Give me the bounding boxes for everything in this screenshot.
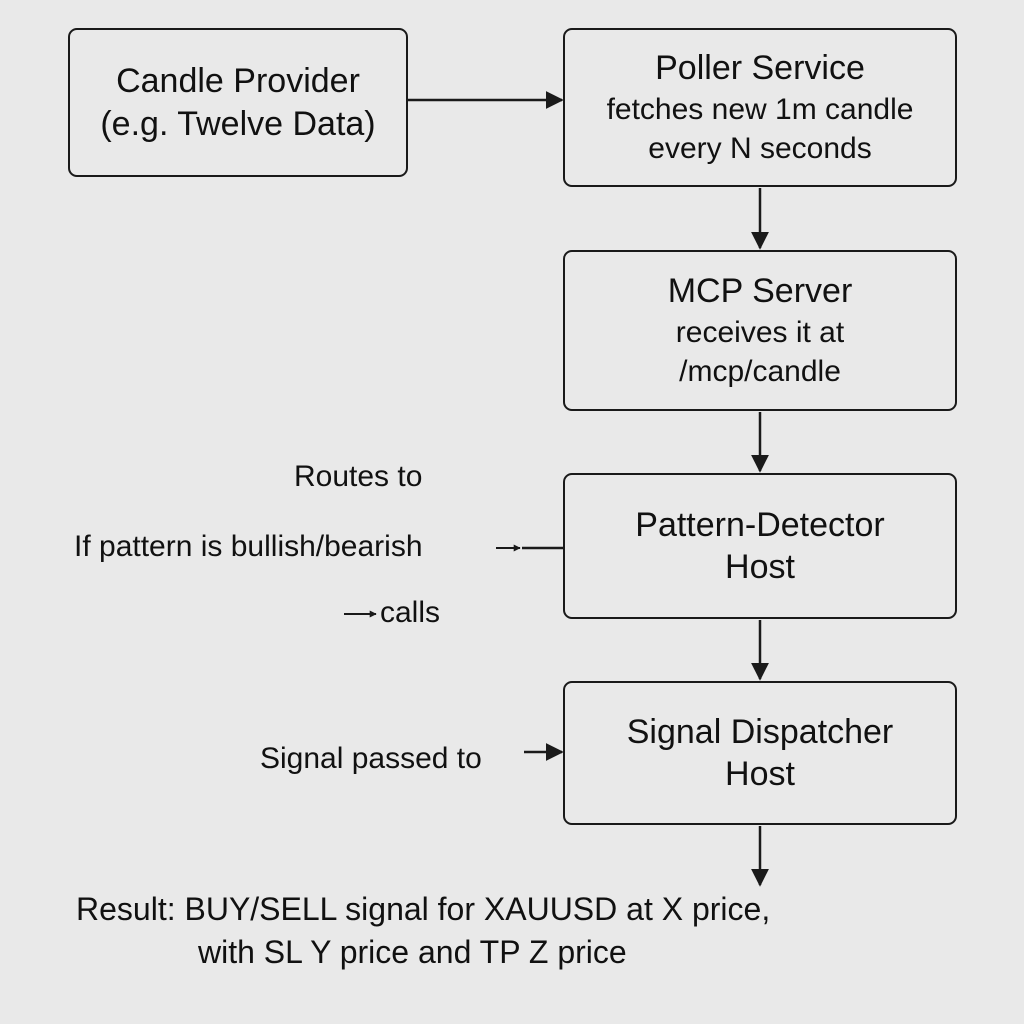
node-candle-provider: Candle Provider (e.g. Twelve Data) — [68, 28, 408, 177]
label-signal-passed-to: Signal passed to — [260, 742, 482, 775]
node-pattern-detector-line2: Host — [725, 548, 795, 586]
node-mcp-server: MCP Server receives it at /mcp/candle — [563, 250, 957, 411]
label-calls: calls — [380, 596, 441, 629]
node-pattern-detector: Pattern-Detector Host — [563, 473, 957, 619]
node-poller-service-line2: every N seconds — [648, 131, 872, 165]
node-poller-service: Poller Service fetches new 1m candle eve… — [563, 28, 957, 187]
node-mcp-server-title: MCP Server — [667, 272, 853, 311]
node-candle-provider-title: Candle Provider — [116, 62, 360, 100]
label-if-pattern: If pattern is bullish/bearish — [74, 530, 423, 563]
label-routes-to: Routes to — [294, 460, 423, 493]
result-line2: with SL Y price and TP Z price — [198, 934, 627, 971]
node-poller-service-line1: fetches new 1m candle — [606, 92, 914, 126]
node-pattern-detector-title: Pattern-Detector — [635, 505, 885, 544]
node-signal-dispatcher: Signal Dispatcher Host — [563, 681, 957, 825]
node-mcp-server-line2: /mcp/candle — [679, 354, 841, 388]
node-candle-provider-subtitle: (e.g. Twelve Data) — [100, 104, 376, 143]
result-text: Result: BUY/SELL signal for XAUUSD at X … — [76, 888, 770, 974]
node-mcp-server-line1: receives it at — [675, 315, 845, 349]
node-signal-dispatcher-title: Signal Dispatcher — [626, 712, 894, 751]
node-poller-service-title: Poller Service — [655, 49, 865, 88]
result-line1: Result: BUY/SELL signal for XAUUSD at X … — [76, 891, 771, 927]
node-signal-dispatcher-line2: Host — [725, 755, 795, 793]
